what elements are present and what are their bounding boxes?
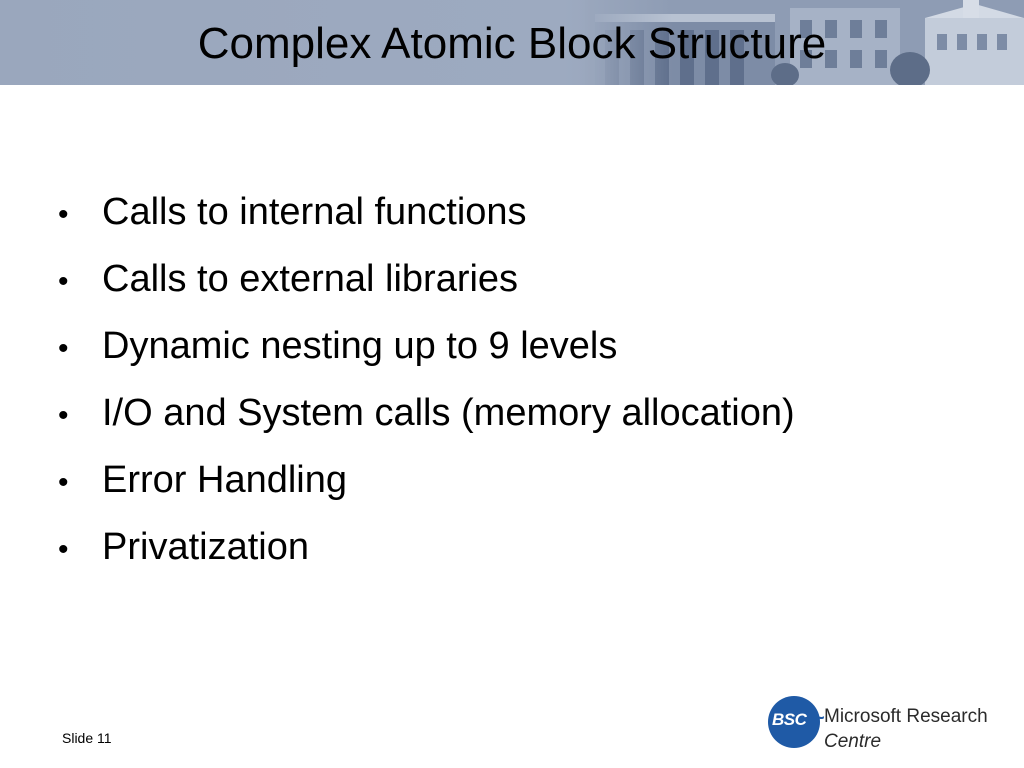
bullet-text: Calls to external libraries — [102, 258, 519, 300]
slide-title: Complex Atomic Block Structure — [197, 19, 827, 68]
list-item: • Privatization — [56, 515, 795, 582]
bullet-marker: • — [58, 332, 69, 365]
logo-tilde: ~ — [813, 707, 825, 729]
list-item: • Dynamic nesting up to 9 levels — [56, 314, 795, 381]
bullet-text: Dynamic nesting up to 9 levels — [102, 325, 618, 367]
bullet-list: • Calls to internal functions • Calls to… — [56, 180, 795, 582]
list-item: • Error Handling — [56, 448, 795, 515]
bullet-marker: • — [58, 399, 69, 432]
bullet-marker: • — [58, 533, 69, 566]
building-photo-decoration — [585, 0, 1024, 85]
list-item: • Calls to external libraries — [56, 247, 795, 314]
logo-line-1: Microsoft Research — [824, 706, 988, 727]
bullet-marker: • — [58, 198, 69, 231]
bullet-text: Error Handling — [102, 459, 347, 501]
bsc-microsoft-logo: BSC ~ Microsoft Research Centre — [768, 694, 998, 754]
bullet-marker: • — [58, 265, 69, 298]
logo-line-2: Centre — [824, 731, 882, 752]
list-item: • I/O and System calls (memory allocatio… — [56, 381, 795, 448]
title-banner: Complex Atomic Block Structure — [0, 0, 1024, 85]
bullet-text: Privatization — [102, 526, 309, 568]
bsc-logo-text: BSC — [772, 710, 807, 729]
bsc-logo-circle — [768, 696, 820, 748]
list-item: • Calls to internal functions — [56, 180, 795, 247]
slide-number: Slide 11 — [62, 730, 112, 746]
bullet-text: Calls to internal functions — [102, 191, 527, 233]
bullet-marker: • — [58, 466, 69, 499]
bullet-text: I/O and System calls (memory allocation) — [102, 392, 795, 434]
